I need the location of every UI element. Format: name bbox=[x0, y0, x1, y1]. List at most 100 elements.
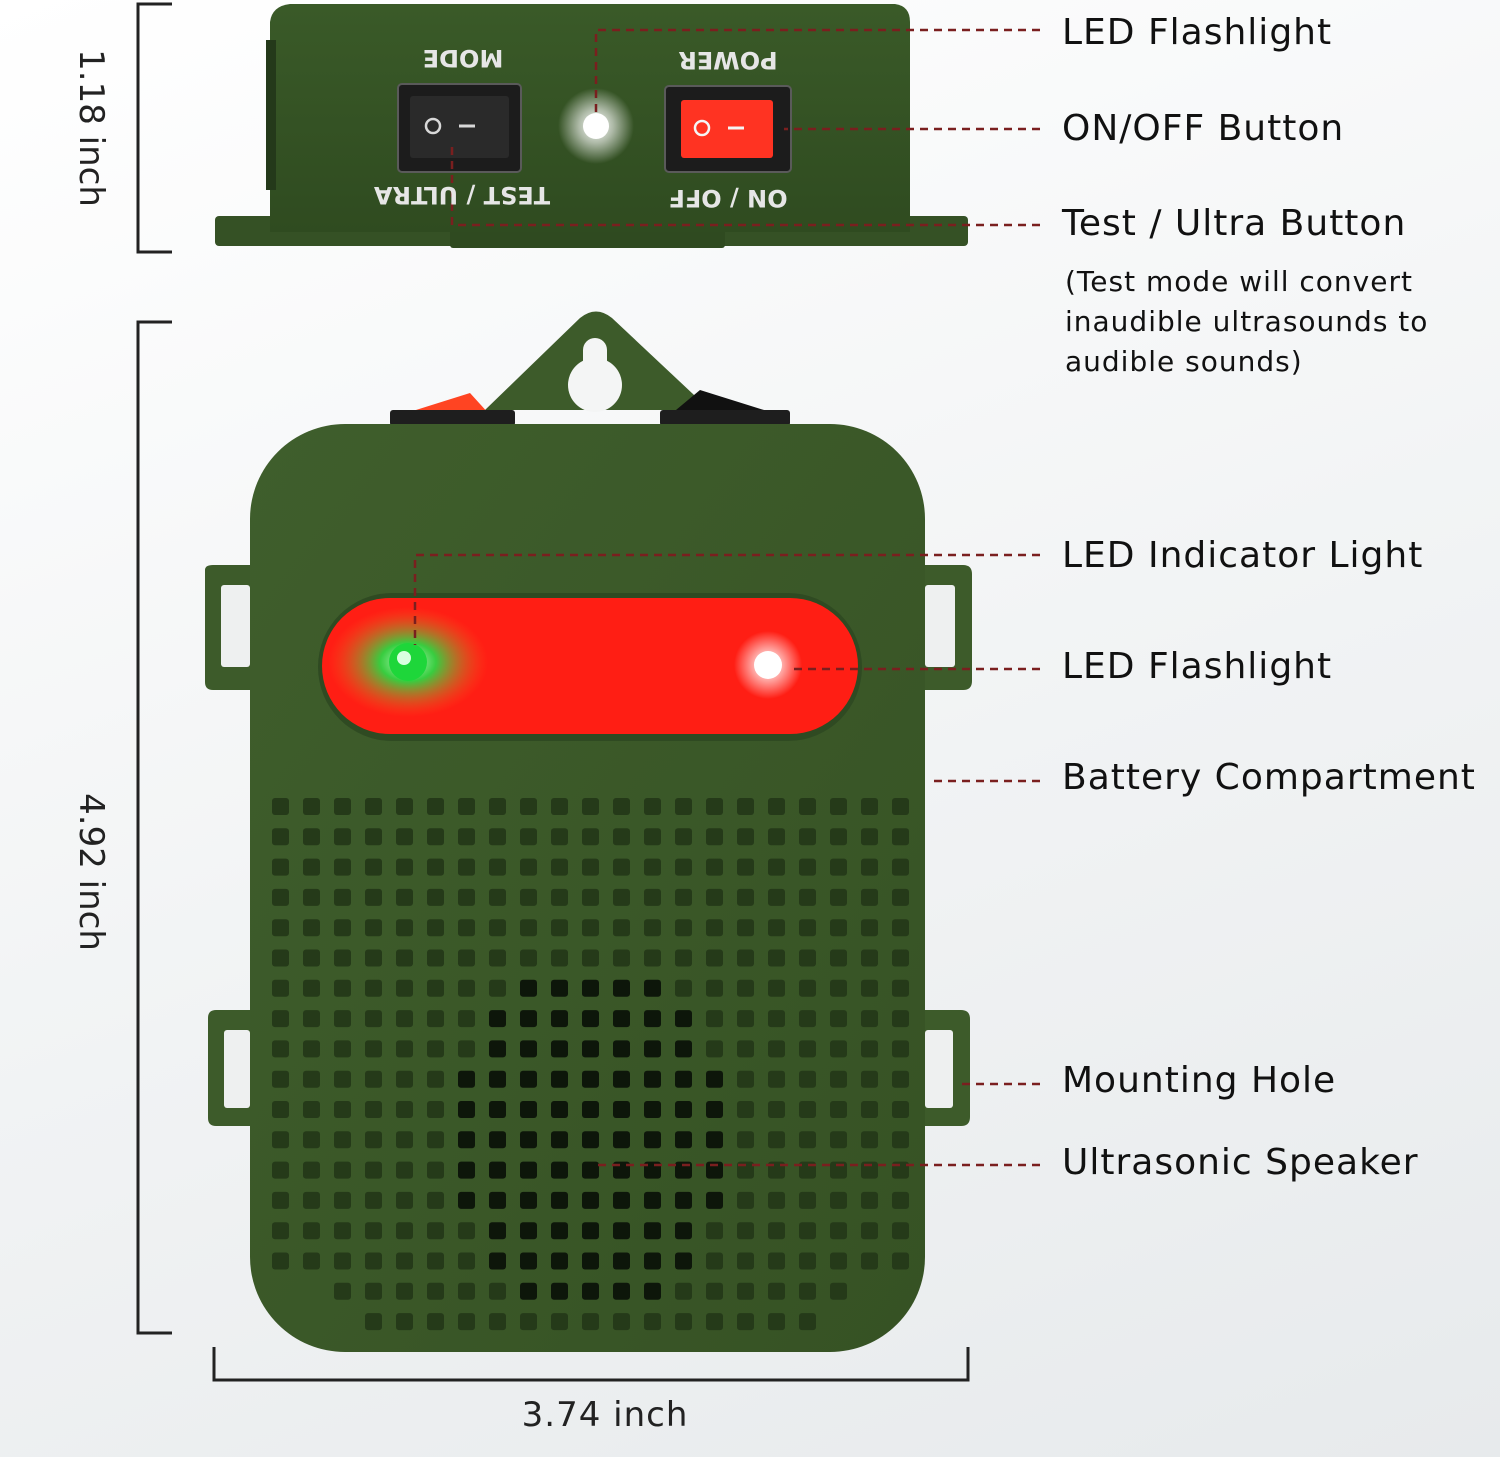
grille-hole bbox=[489, 1191, 506, 1209]
grille-hole bbox=[427, 828, 444, 846]
grille-hole bbox=[861, 888, 878, 906]
grille-hole bbox=[458, 798, 475, 815]
grille-hole bbox=[892, 1070, 909, 1088]
grille-hole bbox=[427, 1282, 444, 1300]
grille-hole bbox=[365, 1101, 382, 1118]
grille-hole bbox=[892, 888, 909, 906]
grille-hole bbox=[551, 1040, 568, 1058]
grille-hole bbox=[365, 888, 382, 906]
grille-hole bbox=[675, 798, 692, 815]
grille-hole bbox=[675, 1282, 692, 1300]
grille-hole bbox=[830, 1222, 847, 1240]
grille-hole bbox=[861, 858, 878, 876]
grille-hole bbox=[582, 979, 599, 997]
grille-hole bbox=[551, 1191, 568, 1209]
grille-hole bbox=[737, 1070, 754, 1088]
grille-hole bbox=[365, 1161, 382, 1179]
grille-hole bbox=[675, 919, 692, 937]
grille-hole bbox=[892, 1252, 909, 1270]
grille-hole bbox=[737, 1313, 754, 1331]
grille-hole bbox=[830, 858, 847, 876]
dimension-width: 3.74 inch bbox=[521, 1395, 689, 1435]
grille-hole bbox=[830, 1191, 847, 1209]
grille-hole bbox=[613, 1101, 630, 1118]
grille-hole bbox=[396, 1010, 413, 1028]
grille-hole bbox=[396, 888, 413, 906]
grille-hole bbox=[706, 828, 723, 846]
grille-hole bbox=[427, 1010, 444, 1028]
grille-hole bbox=[489, 949, 506, 967]
grille-hole bbox=[644, 858, 661, 876]
grille-hole bbox=[303, 949, 320, 967]
grille-hole bbox=[520, 798, 537, 815]
grille-hole bbox=[799, 888, 816, 906]
grille-hole bbox=[520, 1131, 537, 1149]
grille-hole bbox=[706, 1010, 723, 1028]
grille-hole bbox=[613, 888, 630, 906]
grille-hole bbox=[427, 1131, 444, 1149]
grille-hole bbox=[489, 828, 506, 846]
grille-hole bbox=[582, 828, 599, 846]
grille-hole bbox=[365, 828, 382, 846]
grille-hole bbox=[613, 1070, 630, 1088]
grille-hole bbox=[458, 1191, 475, 1209]
grille-hole bbox=[520, 1252, 537, 1270]
dimension-top-height: 1.18 inch bbox=[71, 49, 111, 207]
grille-hole bbox=[675, 1101, 692, 1118]
grille-hole bbox=[520, 1282, 537, 1300]
grille-hole bbox=[644, 1131, 661, 1149]
grille-hole bbox=[334, 979, 351, 997]
grille-hole bbox=[582, 1191, 599, 1209]
grille-hole bbox=[861, 828, 878, 846]
grille-hole bbox=[303, 1010, 320, 1028]
grille-hole bbox=[396, 1070, 413, 1088]
grille-hole bbox=[365, 1313, 382, 1331]
grille-hole bbox=[427, 858, 444, 876]
grille-hole bbox=[520, 1191, 537, 1209]
grille-hole bbox=[334, 888, 351, 906]
grille-hole bbox=[458, 979, 475, 997]
grille-hole bbox=[334, 1222, 351, 1240]
grille-hole bbox=[861, 1010, 878, 1028]
grille-hole bbox=[272, 1070, 289, 1088]
top-black-switch-base bbox=[660, 410, 790, 426]
grille-hole bbox=[799, 1252, 816, 1270]
grille-hole bbox=[706, 1040, 723, 1058]
callout-line-top-led bbox=[594, 28, 1040, 112]
grille-hole bbox=[365, 1252, 382, 1270]
grille-hole bbox=[334, 1040, 351, 1058]
grille-hole bbox=[489, 1040, 506, 1058]
grille-hole bbox=[334, 858, 351, 876]
grille-hole bbox=[396, 1131, 413, 1149]
grille-hole bbox=[365, 979, 382, 997]
grille-hole bbox=[892, 1131, 909, 1149]
grille-hole bbox=[737, 1010, 754, 1028]
grille-hole bbox=[489, 1131, 506, 1149]
grille-hole bbox=[737, 1222, 754, 1240]
grille-hole bbox=[427, 1252, 444, 1270]
grille-hole bbox=[830, 1040, 847, 1058]
grille-hole bbox=[551, 1131, 568, 1149]
grille-hole bbox=[737, 1282, 754, 1300]
grille-hole bbox=[582, 1131, 599, 1149]
front-led-flashlight bbox=[754, 651, 782, 679]
grille-hole bbox=[830, 888, 847, 906]
grille-hole bbox=[706, 1282, 723, 1300]
grille-hole bbox=[272, 1040, 289, 1058]
grille-hole bbox=[272, 798, 289, 815]
grille-hole bbox=[675, 949, 692, 967]
grille-hole bbox=[272, 949, 289, 967]
grille-hole bbox=[303, 1070, 320, 1088]
grille-hole bbox=[830, 979, 847, 997]
grille-hole bbox=[520, 888, 537, 906]
test-mode-note: (Test mode will convert inaudible ultras… bbox=[1065, 262, 1485, 382]
grille-hole bbox=[799, 798, 816, 815]
power-label: POWER bbox=[678, 46, 778, 74]
grille-hole bbox=[520, 1040, 537, 1058]
grille-hole bbox=[737, 1131, 754, 1149]
grille-hole bbox=[768, 1101, 785, 1118]
grille-hole bbox=[768, 1282, 785, 1300]
grille-hole bbox=[489, 1010, 506, 1028]
grille-hole bbox=[644, 949, 661, 967]
grille-hole bbox=[799, 949, 816, 967]
